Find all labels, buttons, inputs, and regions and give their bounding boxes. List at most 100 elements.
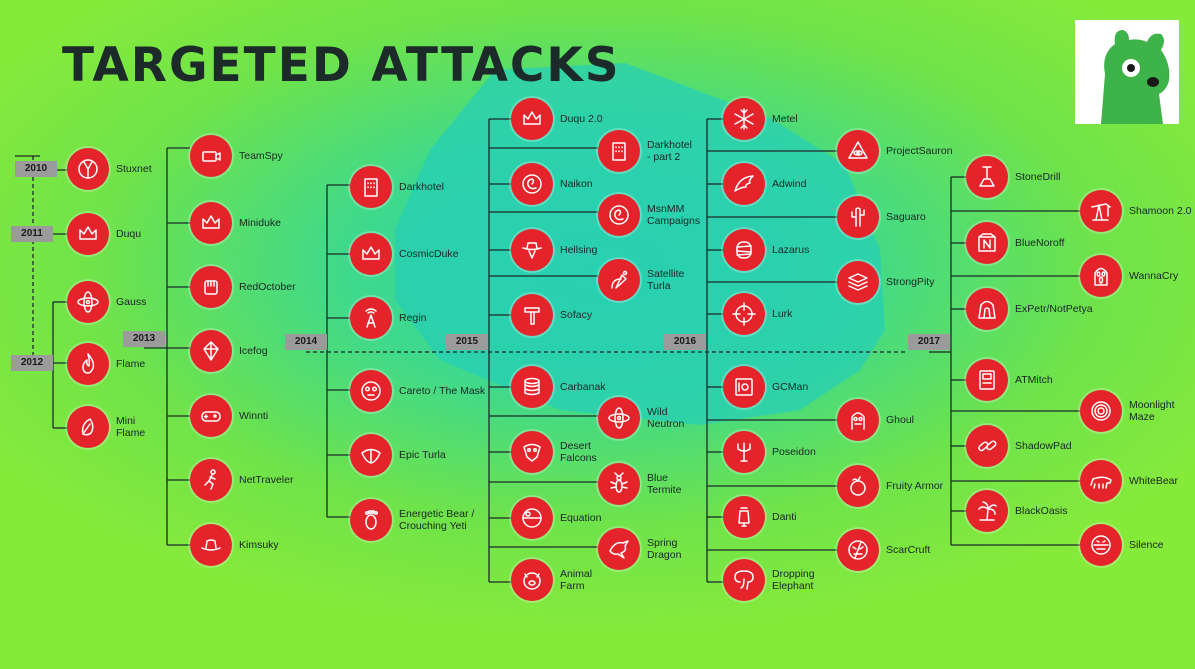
year-badge-2015: 2015: [446, 334, 488, 350]
hat-icon: [190, 524, 232, 566]
attack-label: Fruity Armor: [886, 480, 944, 492]
attack-label: Darkhotel: [399, 181, 444, 193]
attack-node: ExPetr/NotPetya: [966, 288, 1093, 330]
crown-icon: [350, 233, 392, 275]
attack-node: Gauss: [67, 281, 146, 323]
attack-label: Satellite Turla: [647, 268, 685, 292]
leaf-flame-icon: [67, 406, 109, 448]
scarface-icon: [837, 529, 879, 571]
attack-node: TeamSpy: [190, 135, 283, 177]
attack-node: NetTraveler: [190, 459, 293, 501]
attack-label: Miniduke: [239, 217, 282, 229]
attack-node: Stuxnet: [67, 148, 152, 190]
ghoul-icon: [837, 399, 879, 441]
crown-icon: [67, 213, 109, 255]
attack-label: Flame: [116, 358, 146, 370]
attack-label: Lazarus: [772, 244, 810, 256]
attack-label: ScarCruft: [886, 544, 931, 556]
attack-label: Epic Turla: [399, 449, 446, 461]
attack-label: Wild Neutron: [647, 406, 685, 430]
bear-logo-icon: [1101, 30, 1170, 124]
hammer-icon: [511, 294, 553, 336]
attack-node: Darkhotel: [350, 166, 444, 208]
maze-icon: [1080, 390, 1122, 432]
year-badge-2012: 2012: [11, 355, 53, 371]
drill-icon: [966, 156, 1008, 198]
attack-label: Careto / The Mask: [399, 385, 486, 397]
attack-label: WhiteBear: [1129, 475, 1179, 487]
footprint-icon: [350, 499, 392, 541]
atm-icon: [966, 359, 1008, 401]
attack-node: Fruity Armor: [837, 465, 943, 507]
attack-node: MsnMM Campaigns: [598, 194, 700, 236]
cactus-icon: [837, 196, 879, 238]
shell-icon: [350, 434, 392, 476]
attack-node: Blue Termite: [598, 463, 681, 505]
attack-node: Energetic Bear / Crouching Yeti: [350, 499, 474, 541]
bear-icon: [1080, 460, 1122, 502]
attack-label: ATMitch: [1015, 374, 1053, 386]
attack-label: Desert Falcons: [560, 440, 597, 464]
dragon-icon: [598, 528, 640, 570]
attack-node: Spring Dragon: [598, 528, 681, 570]
attack-node: ScarCruft: [837, 529, 930, 571]
attack-label: Danti: [772, 511, 797, 523]
elephant-icon: [723, 559, 765, 601]
spiral-icon: [511, 163, 553, 205]
atom-icon: [598, 397, 640, 439]
attack-node: StrongPity: [837, 261, 934, 303]
year-badge-2014: 2014: [285, 334, 327, 350]
attack-label: StrongPity: [886, 276, 935, 288]
crystal-icon: [190, 330, 232, 372]
flame-icon: [67, 343, 109, 385]
attack-node: Icefog: [190, 330, 268, 372]
attack-label: NetTraveler: [239, 474, 294, 486]
antenna-icon: [350, 297, 392, 339]
attack-node: Desert Falcons: [511, 431, 597, 473]
attack-label: Silence: [1129, 539, 1164, 551]
attack-label: Ghoul: [886, 414, 915, 426]
attack-node: BlackOasis: [966, 490, 1068, 532]
hotel-icon: [350, 166, 392, 208]
attack-label: Darkhotel - part 2: [647, 139, 692, 163]
lantern-icon: [723, 496, 765, 538]
attack-label: WannaCry: [1129, 270, 1179, 282]
attack-node: CosmicDuke: [350, 233, 459, 275]
silence-icon: [1080, 524, 1122, 566]
attack-node: WhiteBear: [1080, 460, 1178, 502]
attack-label: Kimsuky: [239, 539, 279, 551]
attack-node: Shamoon 2.0: [1080, 190, 1191, 232]
attack-label: Energetic Bear / Crouching Yeti: [399, 508, 475, 532]
attack-label: Shamoon 2.0: [1129, 205, 1192, 217]
attack-label: Stuxnet: [116, 163, 152, 175]
attack-label: Sofacy: [560, 309, 593, 321]
stack-icon: [837, 261, 879, 303]
crosshair-icon: [723, 293, 765, 335]
termite-icon: [598, 463, 640, 505]
crown-icon: [190, 202, 232, 244]
attack-label: Poseidon: [772, 446, 816, 458]
falcon-icon: [511, 431, 553, 473]
attack-label: Gauss: [116, 296, 147, 308]
attack-label: Blue Termite: [647, 472, 682, 496]
year-badge-2011: 2011: [11, 226, 53, 242]
attack-node: Ghoul: [837, 399, 914, 441]
atom-icon: [67, 281, 109, 323]
attack-label: Mini Flame: [116, 415, 146, 439]
attack-node: Duqu: [67, 213, 141, 255]
attack-node: ProjectSauron: [837, 130, 953, 172]
attack-label: Icefog: [239, 345, 268, 357]
attack-node: Saguaro: [837, 196, 926, 238]
attack-node: RedOctober: [190, 266, 296, 308]
attack-node: Miniduke: [190, 202, 281, 244]
snowflake-icon: [723, 98, 765, 140]
attack-node: Hellsing: [511, 229, 597, 271]
attack-label: ShadowPad: [1015, 440, 1072, 452]
attack-node: Lurk: [723, 293, 792, 335]
attack-label: RedOctober: [239, 281, 296, 293]
attack-label: Dropping Elephant: [772, 568, 815, 592]
year-badge-2017: 2017: [908, 334, 950, 350]
attack-node: ATMitch: [966, 359, 1053, 401]
satellite-icon: [598, 259, 640, 301]
